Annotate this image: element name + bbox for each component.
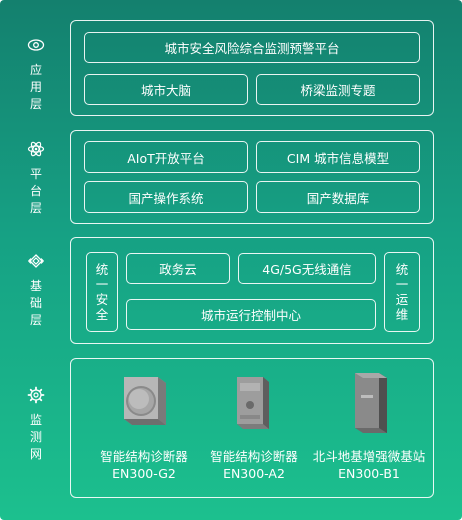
monitoring-layer-panel: 智能结构诊断器 EN300-G2 智能结构诊断器 EN300-A2 北斗地基增强…	[70, 358, 434, 498]
device-model-a2: EN300-A2	[223, 466, 285, 481]
device-name-b1: 北斗地基增强微基站	[312, 449, 426, 464]
device-model-b1: EN300-B1	[338, 466, 400, 481]
city-brain-box: 城市大脑	[84, 74, 248, 105]
application-layer-panel: 城市安全风险综合监测预警平台 城市大脑 桥梁监测专题	[70, 20, 434, 116]
control-center-box: 城市运行控制中心	[126, 299, 376, 330]
domestic-db-box: 国产数据库	[256, 181, 420, 213]
layer-label-base: 基 础 层	[18, 252, 54, 329]
unified-ops-box: 统 一 运 维	[384, 252, 420, 332]
safety-platform-box: 城市安全风险综合监测预警平台	[84, 32, 420, 63]
domestic-os-box: 国产操作系统	[84, 181, 248, 213]
eye-icon	[27, 39, 45, 51]
layer-label-application: 应 用 层	[18, 36, 54, 113]
round-sensor-device	[124, 377, 166, 425]
cim-model-box: CIM 城市信息模型	[256, 141, 420, 173]
unified-security-box: 统 一 安 全	[86, 252, 118, 332]
layers-diamond-icon	[28, 254, 44, 268]
layer-label-monitoring: 监 测 网	[18, 386, 54, 463]
wireless-network-box: 4G/5G无线通信	[238, 253, 376, 284]
device-name-a2: 智能结构诊断器	[210, 449, 298, 464]
base-station-device	[355, 373, 387, 433]
atom-icon	[27, 141, 45, 157]
gov-cloud-box: 政务云	[126, 253, 230, 284]
aiot-platform-box: AIoT开放平台	[84, 141, 248, 173]
gear-icon	[27, 386, 45, 404]
layer-label-platform: 平 台 层	[18, 140, 54, 217]
base-layer-panel: 统 一 安 全 政务云 4G/5G无线通信 城市运行控制中心 统 一 运 维	[70, 237, 434, 344]
device-model-g2: EN300-G2	[112, 466, 176, 481]
bridge-monitoring-box: 桥梁监测专题	[256, 74, 420, 105]
platform-layer-panel: AIoT开放平台 CIM 城市信息模型 国产操作系统 国产数据库	[70, 130, 434, 224]
device-name-g2: 智能结构诊断器	[100, 449, 188, 464]
box-sensor-device	[237, 377, 269, 429]
